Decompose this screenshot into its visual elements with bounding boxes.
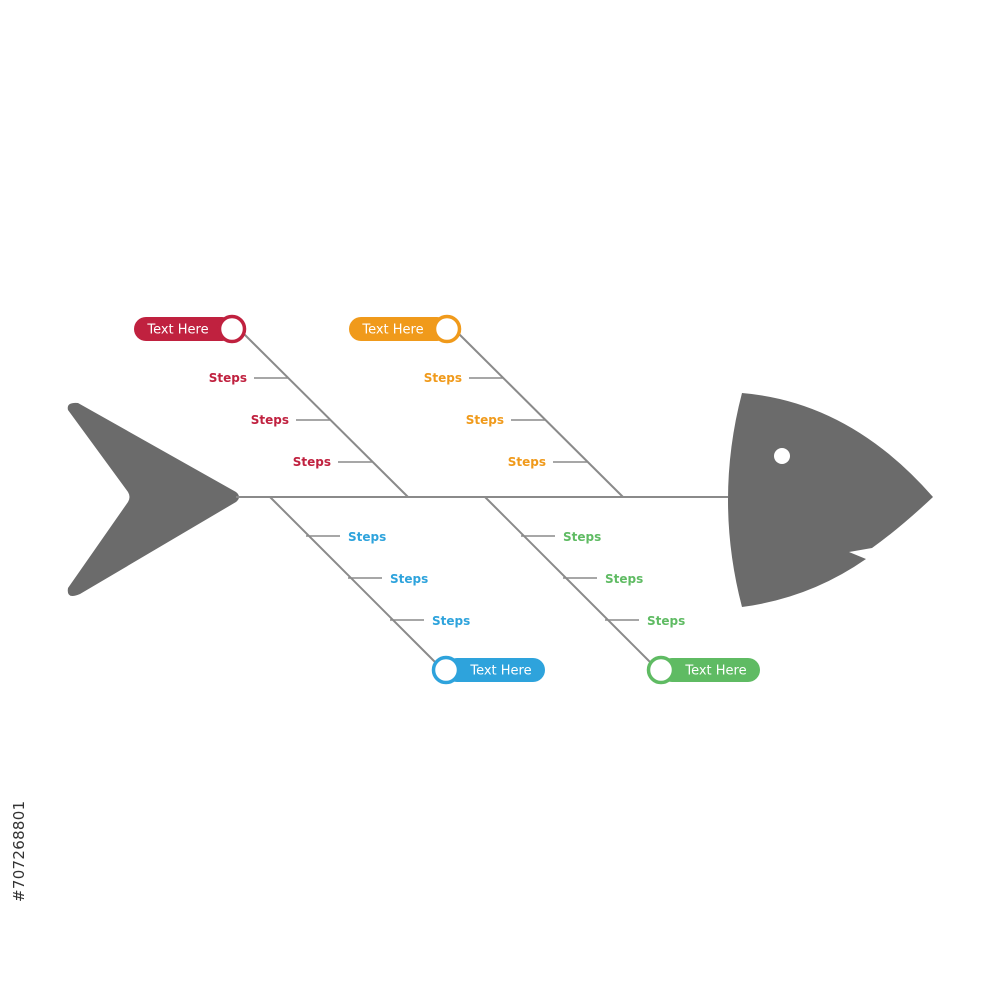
step-label: Steps xyxy=(251,413,289,427)
step-label: Steps xyxy=(209,371,247,385)
fish-tail xyxy=(67,402,239,596)
cause-label-3: Text Here xyxy=(431,655,545,685)
cause-steps-1: Steps Steps Steps xyxy=(209,371,331,469)
cause-node-1 xyxy=(217,314,247,344)
cause-bone-3 xyxy=(269,496,439,666)
step-label: Steps xyxy=(424,371,462,385)
cause-pill-2 xyxy=(349,317,449,341)
cause-bone-2 xyxy=(457,332,624,498)
cause-bone-4 xyxy=(484,496,654,666)
step-label: Steps xyxy=(432,614,470,628)
cause-bone-1 xyxy=(242,332,409,498)
step-label: Steps xyxy=(390,572,428,586)
cause-pill-3 xyxy=(445,658,545,682)
step-label: Steps xyxy=(348,530,386,544)
step-label: Steps xyxy=(466,413,504,427)
cause-steps-4: Steps Steps Steps xyxy=(563,530,685,628)
fish-eye xyxy=(774,448,790,464)
step-label: Steps xyxy=(647,614,685,628)
step-label: Steps xyxy=(293,455,331,469)
step-label: Steps xyxy=(605,572,643,586)
cause-steps-2: Steps Steps Steps xyxy=(424,371,546,469)
fish-head xyxy=(728,393,933,607)
cause-label-2: Text Here xyxy=(349,314,462,344)
cause-node-2 xyxy=(432,314,462,344)
stock-id-watermark: #707268801 xyxy=(6,766,32,906)
cause-label-4: Text Here xyxy=(646,655,760,685)
cause-label-1: Text Here xyxy=(134,314,247,344)
cause-node-3 xyxy=(431,655,461,685)
cause-label-text-3: Text Here xyxy=(469,664,531,679)
cause-pill-4 xyxy=(660,658,760,682)
cause-pill-1 xyxy=(134,317,234,341)
step-label: Steps xyxy=(563,530,601,544)
stock-id-text: #707268801 xyxy=(10,800,28,902)
cause-node-4 xyxy=(646,655,676,685)
cause-steps-3: Steps Steps Steps xyxy=(348,530,470,628)
cause-label-text-2: Text Here xyxy=(361,323,423,338)
cause-label-text-4: Text Here xyxy=(684,664,746,679)
step-label: Steps xyxy=(508,455,546,469)
cause-label-text-1: Text Here xyxy=(146,323,208,338)
